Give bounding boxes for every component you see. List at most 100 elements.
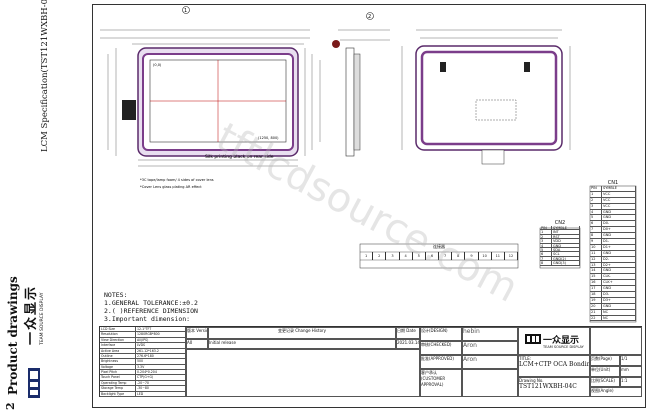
spec-key: Touch Panel xyxy=(100,375,136,380)
cn1-cell: 17 xyxy=(590,286,602,292)
spec-value: All(IPS) xyxy=(136,337,186,343)
scale-label: 比例(SCALE) xyxy=(590,377,620,387)
pad-col: 12 xyxy=(505,252,519,260)
spec-value: 1280RGB*800 xyxy=(136,332,186,337)
logo-en-text: TEAM SOURCE DISPLAY xyxy=(543,345,584,349)
cn1-cell: D3+ xyxy=(602,297,636,303)
pad-col: 2 xyxy=(373,252,387,260)
spec-value: -20~70 xyxy=(136,380,186,386)
date-header: 日期 Date xyxy=(396,327,420,339)
spec-key: Brightness xyxy=(100,359,136,364)
cn1-cell: 2 xyxy=(590,197,602,203)
corner-label: (1250, 800) xyxy=(258,136,279,140)
design-name: hebin xyxy=(462,327,518,341)
cn1-cell: 8 xyxy=(590,233,602,239)
cn2-cell: 1 xyxy=(540,230,552,234)
spec-key: Voltage xyxy=(100,364,136,369)
notes-block: NOTES: 1.GENERAL TOLERANCE:±0.2 2.( )REF… xyxy=(104,291,198,323)
cn1-cell: 10 xyxy=(590,244,602,250)
cn1-cell: 15 xyxy=(590,274,602,280)
silk-note: Silk printing black on rear side xyxy=(205,154,274,160)
cn1-title: CN1 xyxy=(607,180,619,186)
tape-note-1: *3C tape/lamp foam/ 4 sides of cover len… xyxy=(140,178,214,182)
cn1-cell: GND xyxy=(602,233,636,239)
scale-value: 1:1 xyxy=(620,377,642,387)
cn2-cell: 6 xyxy=(540,252,552,256)
tape-note-2: *Cover Lens glass plating AR effect xyxy=(140,185,202,189)
logo-cell: 一众显示 TEAM SOURCE DISPLAY xyxy=(518,327,590,355)
change-empty xyxy=(186,349,420,397)
pad-col: 1 xyxy=(360,252,374,260)
spec-key: Backlight Type xyxy=(100,391,136,396)
customer-label: 客户承认 (CUSTOMER APPROVAL) xyxy=(420,369,462,397)
side-view: 2 xyxy=(332,12,390,157)
cn2-cell: INT xyxy=(552,230,580,234)
cn1-cell: D2+ xyxy=(602,262,636,268)
spec-value: 261.12*163.2 xyxy=(136,348,186,353)
cn1-cell: NC xyxy=(602,309,636,315)
cn2-cell: 3 xyxy=(540,239,552,243)
cn1-cell: GND xyxy=(602,303,636,309)
company-logo-icon xyxy=(28,368,40,398)
warning-icon xyxy=(332,40,340,48)
cn2-cell: 2 xyxy=(540,234,552,239)
cn1-cell: 20 xyxy=(590,303,602,309)
cn2-cell: GND(2) xyxy=(552,256,580,261)
notes-reference: 2.( )REFERENCE DIMENSION xyxy=(104,307,198,315)
view-label: 视图(Angle) xyxy=(590,387,642,397)
cn1-cell: 9 xyxy=(590,239,602,244)
cn1-cell: VCC xyxy=(602,191,636,197)
drawing-no-value: TST121WXBH-04C xyxy=(519,383,577,390)
notes-heading: NOTES: xyxy=(104,291,128,299)
cn1-cell: 6 xyxy=(590,221,602,227)
spec-value: 0.204*0.204 xyxy=(136,370,186,375)
cn2-title: CN2 xyxy=(554,220,566,226)
rev-header: 版本 Version xyxy=(186,327,208,339)
pad-col: 3 xyxy=(386,252,400,260)
customer-sign-area xyxy=(462,369,518,397)
pad-col: 11 xyxy=(492,252,505,260)
spec-value: 276.6*180 xyxy=(136,353,186,359)
drawing-no-label: Drawing No. xyxy=(519,378,544,383)
cn2-cell: SCL xyxy=(552,252,580,256)
cn2-cell: 7 xyxy=(540,256,552,261)
team-source-logo-icon xyxy=(525,334,541,344)
callout-circle-1 xyxy=(182,6,190,14)
pad-col: 7 xyxy=(439,252,453,260)
check-name: Aron xyxy=(462,341,518,355)
design-label: 设计(DESIGN) xyxy=(420,327,462,341)
cn1-cell: 1 xyxy=(590,191,602,197)
check-label: 审核(CHECKED) xyxy=(420,341,462,355)
cn1-cell: 4 xyxy=(590,209,602,215)
cn2-cell: PIN xyxy=(540,226,552,230)
cn2-cell: GND(3) xyxy=(552,261,580,265)
cn1-cell: 16 xyxy=(590,280,602,286)
rear-view xyxy=(401,29,571,165)
cn2-cell: 8 xyxy=(540,261,552,265)
